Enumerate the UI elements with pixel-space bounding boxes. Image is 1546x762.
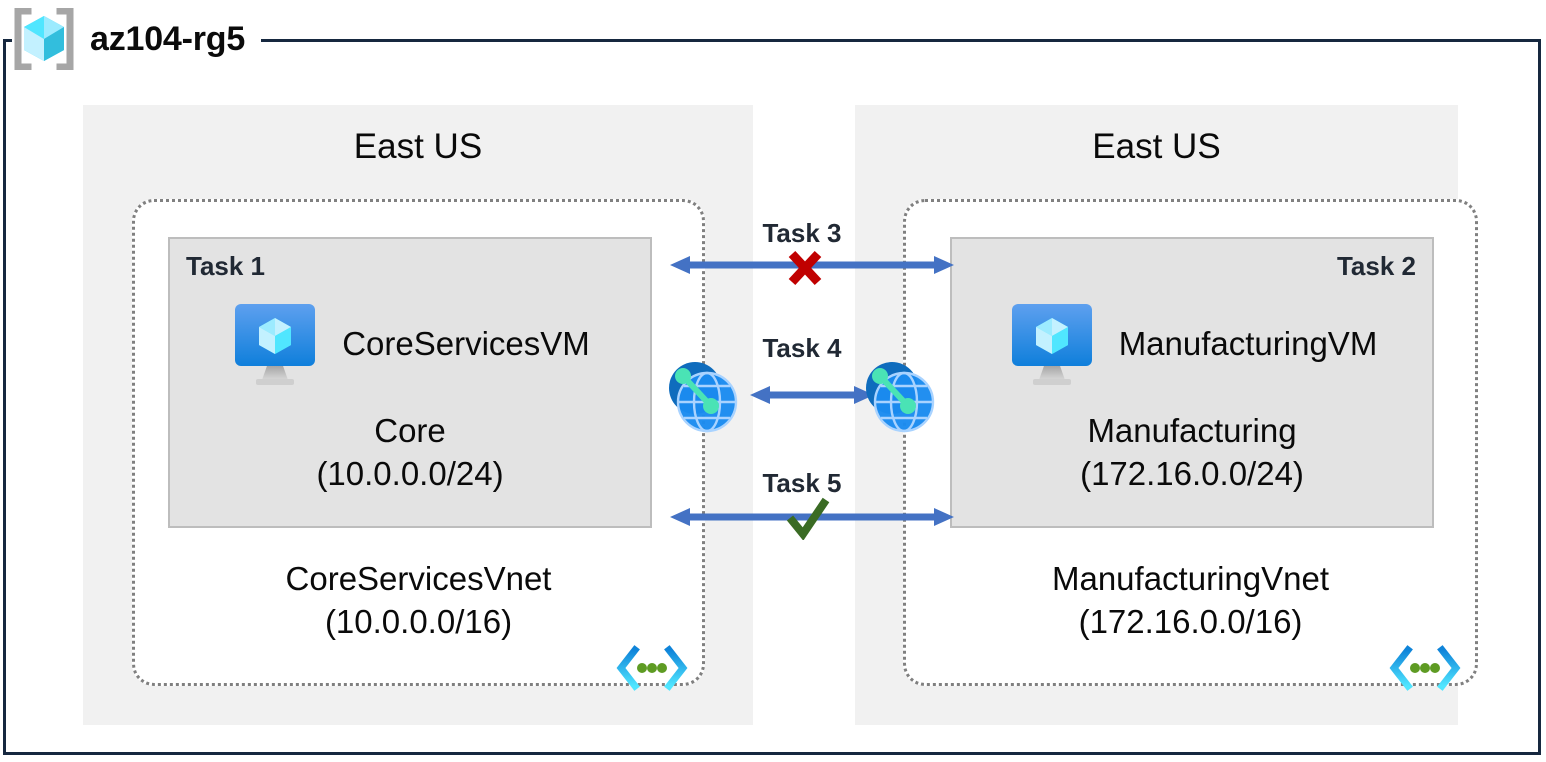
vnet-address-space: (172.16.0.0/16): [1078, 603, 1303, 640]
resource-group-header: az104-rg5: [12, 6, 262, 72]
vnet-name: ManufacturingVnet: [1051, 560, 1329, 597]
virtual-machine-icon: [1011, 304, 1092, 385]
vm-row: CoreServicesVM: [170, 301, 650, 387]
peering-icon[interactable]: [860, 358, 938, 436]
subnet-manufacturing[interactable]: Task 2 ManufacturingVM Manufacturing (17…: [950, 237, 1434, 528]
region-label: East US: [1092, 127, 1221, 166]
resource-group-name: az104-rg5: [90, 19, 246, 58]
green-check-icon: [786, 497, 830, 540]
virtual-network-icon: [1389, 645, 1461, 691]
region-label: East US: [353, 127, 483, 166]
vm-name: ManufacturingVM: [1118, 325, 1378, 362]
subnet-name: Manufacturing: [1087, 412, 1297, 449]
connector-label-task4: Task 4: [762, 333, 842, 363]
subnet-prefix: (10.0.0.0/24): [316, 455, 504, 492]
peering-icon[interactable]: [663, 358, 741, 436]
virtual-network-icon: [616, 645, 688, 691]
virtual-machine-icon: [235, 304, 316, 385]
red-x-icon: [788, 250, 822, 286]
task-tag: Task 2: [1336, 251, 1416, 281]
vm-row: ManufacturingVM: [952, 301, 1432, 387]
resource-group-frame: [3, 39, 1541, 755]
subnet-name: Core: [374, 412, 446, 449]
vnet-name: CoreServicesVnet: [285, 560, 552, 597]
resource-group-cube-icon: [14, 8, 74, 70]
subnet-prefix: (172.16.0.0/24): [1080, 455, 1304, 492]
connector-label-task3: Task 3: [762, 218, 842, 248]
vnet-address-space: (10.0.0.0/16): [324, 603, 513, 640]
subnet-core[interactable]: Task 1 CoreServicesVM Core (10.0.0.0/24): [168, 237, 652, 528]
connector-label-task5: Task 5: [762, 468, 842, 498]
task-tag: Task 1: [186, 251, 266, 281]
connector-arrow-task4: [750, 386, 874, 404]
vm-name: CoreServicesVM: [342, 325, 590, 362]
